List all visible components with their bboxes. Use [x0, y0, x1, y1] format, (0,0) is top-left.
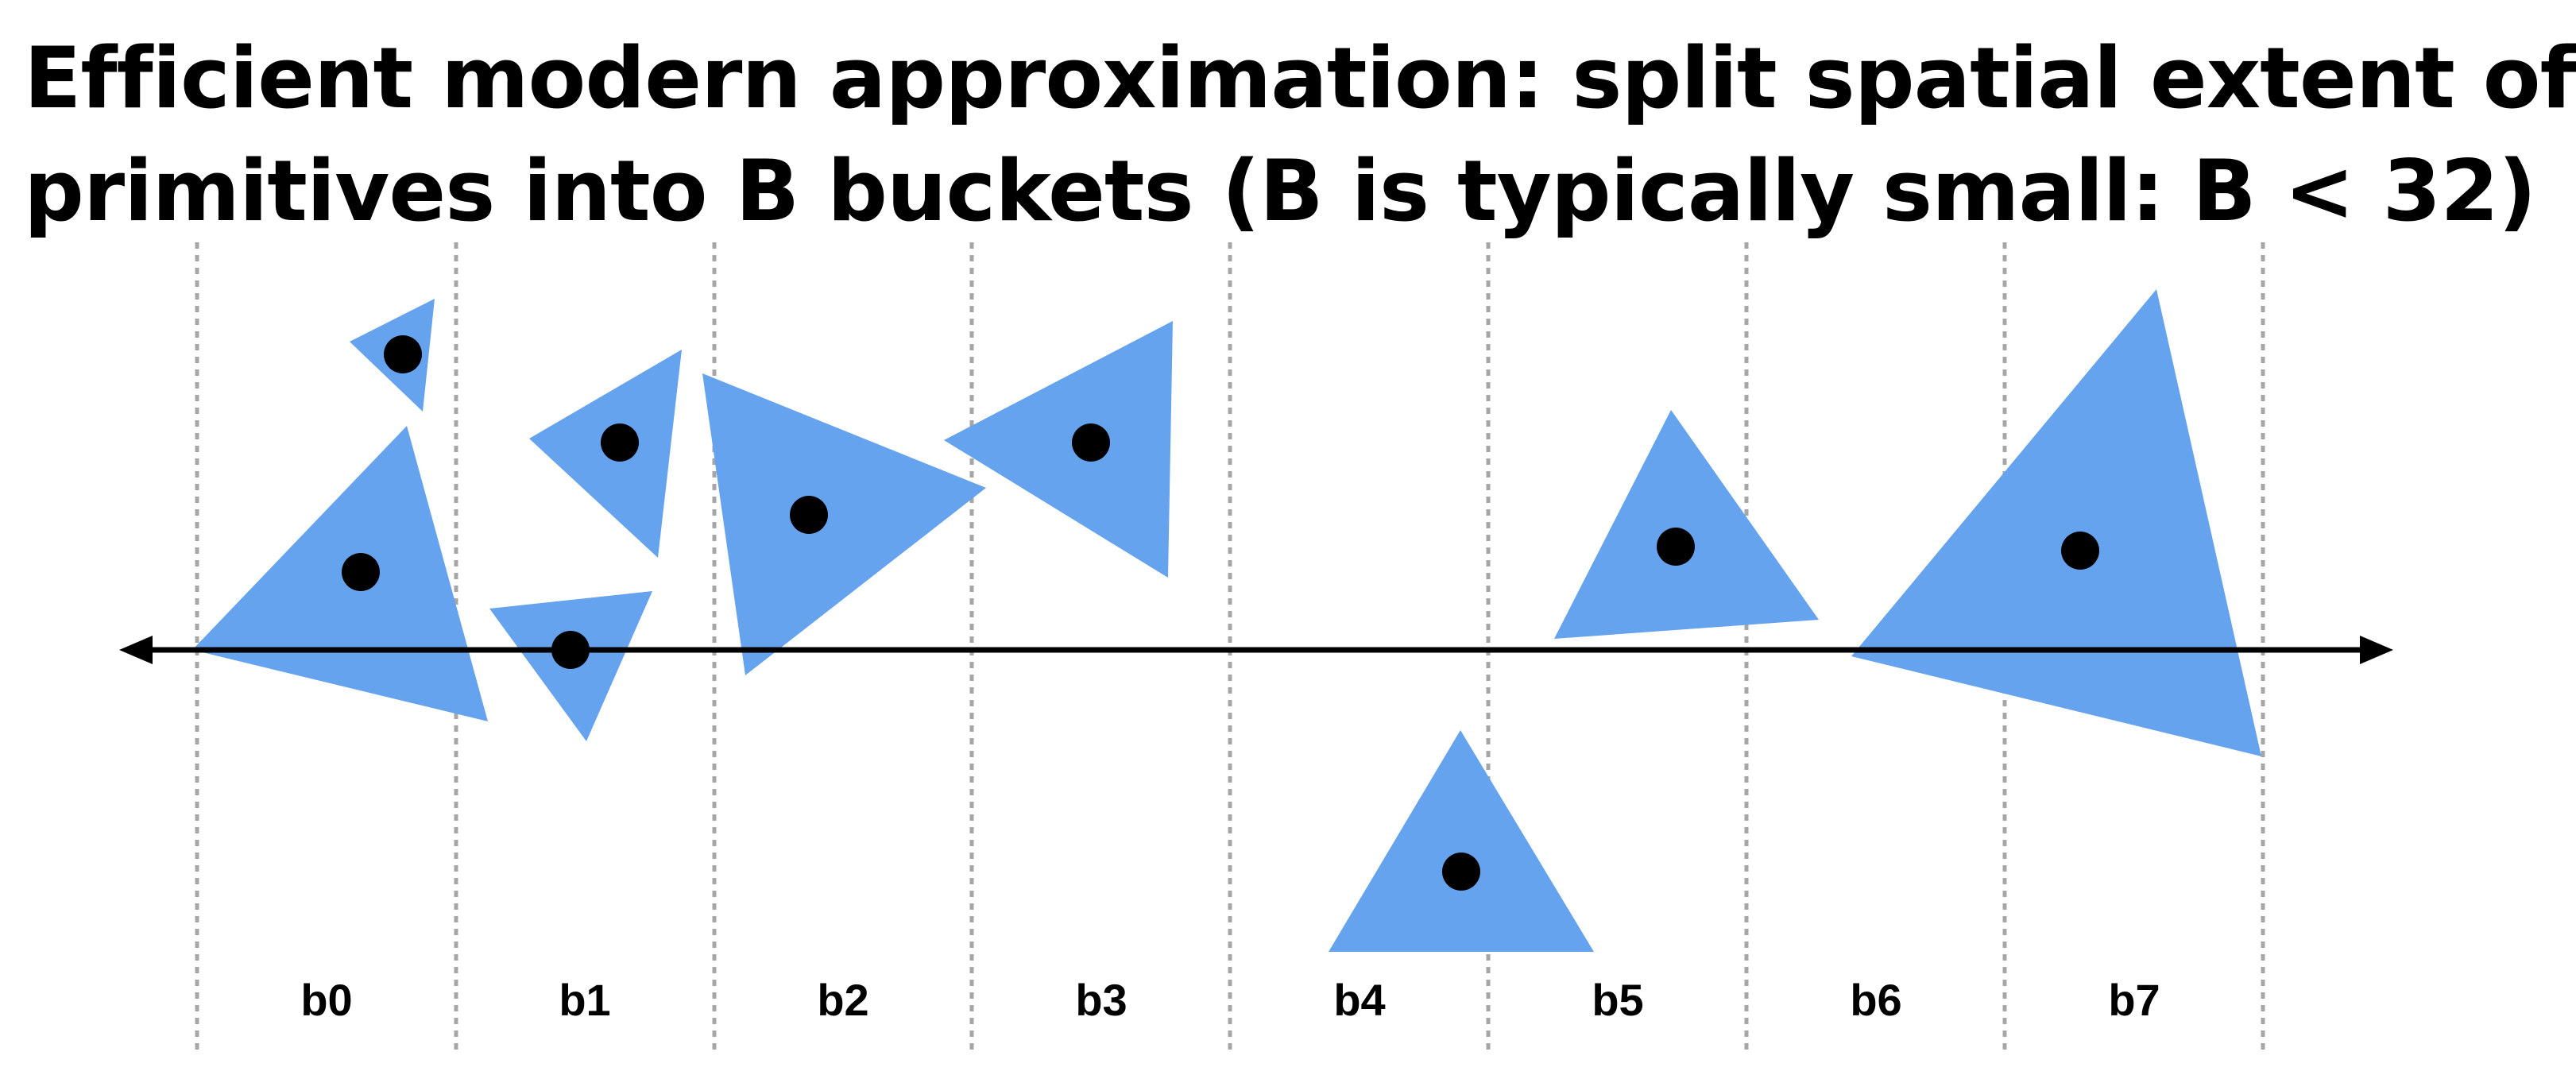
centroid-dot [601, 423, 639, 462]
bucket-partition-diagram: b0 b1 b2 b3 b4 b5 b6 b7 [119, 242, 2393, 1053]
bucket-label-b0: b0 [300, 975, 352, 1025]
primitive-triangle [944, 321, 1173, 578]
centroid-dot [342, 553, 380, 591]
bucket-label-b3: b3 [1075, 975, 1127, 1025]
centroid-dot [790, 496, 828, 534]
centroid-dot [551, 631, 590, 669]
centroid-dot [1072, 423, 1110, 462]
centroid-dot [1442, 853, 1480, 891]
centroid-dot [1657, 528, 1695, 566]
axis-arrowhead-right [2360, 636, 2393, 664]
primitives [192, 289, 2261, 952]
slide-title-line-1: Efficient modern approximation: split sp… [24, 29, 2576, 127]
bucket-label-b2: b2 [817, 975, 868, 1025]
axis-arrowhead-left [119, 636, 153, 664]
centroid-dot [384, 335, 422, 373]
primitive-triangle [192, 426, 488, 721]
bucket-label-b7: b7 [2108, 975, 2160, 1025]
bucket-label-b1: b1 [559, 975, 610, 1025]
bucket-label-b6: b6 [1850, 975, 1901, 1025]
bucket-label-b4: b4 [1333, 975, 1385, 1025]
bucket-labels: b0 b1 b2 b3 b4 b5 b6 b7 [300, 975, 2160, 1025]
split-axis [119, 636, 2393, 664]
primitive-triangle [1554, 410, 1819, 639]
slide-title-line-2: primitives into B buckets (B is typicall… [24, 142, 2536, 240]
centroid-dot [2061, 532, 2099, 570]
primitive-triangle [1329, 730, 1594, 952]
slide-title: Efficient modern approximation: split sp… [24, 22, 2576, 248]
centroids [342, 335, 2099, 891]
primitive-triangle [702, 373, 986, 675]
primitive-triangle [1851, 289, 2261, 756]
bucket-label-b5: b5 [1592, 975, 1643, 1025]
